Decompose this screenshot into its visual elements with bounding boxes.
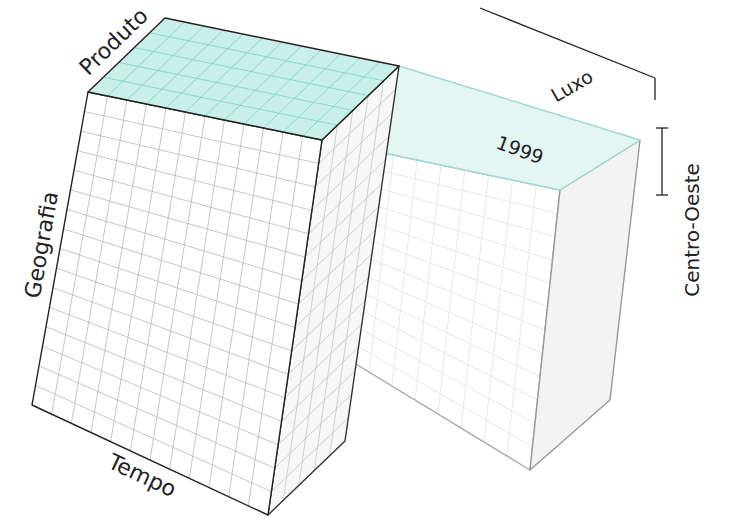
grid-line	[50, 307, 285, 398]
axis-label: Luxo	[547, 66, 596, 106]
bracket-line	[661, 128, 662, 195]
grid-line	[282, 347, 359, 421]
dimension-tick	[654, 78, 655, 100]
grid-line	[312, 136, 389, 210]
cube-front-face	[32, 92, 322, 515]
face-fill	[530, 140, 640, 470]
grid-line	[134, 48, 368, 96]
grid-line	[292, 277, 369, 351]
face-fill	[32, 92, 322, 515]
grid-line	[309, 160, 386, 234]
grid-line	[46, 327, 282, 422]
bracket-tick	[656, 194, 668, 195]
face-outline	[32, 92, 322, 515]
grid-line	[283, 58, 360, 132]
slice-side-face	[530, 140, 640, 470]
grid-line	[271, 418, 348, 492]
grid-line	[305, 183, 382, 257]
grid-line	[166, 34, 243, 108]
grid-line	[39, 366, 275, 468]
grid-line	[150, 33, 384, 81]
grid-line	[43, 346, 279, 444]
cube-faces	[32, 18, 640, 515]
bracket-tick	[656, 127, 668, 128]
grid-line	[67, 209, 302, 280]
grid-line	[147, 30, 224, 104]
grid-line	[275, 394, 352, 468]
grid-line	[244, 50, 321, 124]
grid-line	[71, 190, 306, 257]
grid-line	[303, 62, 380, 136]
grid-line	[57, 268, 292, 351]
axis-label: Centro-Oeste	[681, 163, 703, 297]
grid-line	[278, 371, 355, 445]
grid-line	[186, 38, 263, 112]
face-outline	[530, 140, 640, 470]
grid-line	[288, 300, 365, 374]
grid-line	[119, 62, 353, 110]
grid-line	[60, 249, 295, 328]
grid-line	[298, 230, 375, 304]
grid-line	[205, 42, 282, 116]
grid-line	[127, 26, 204, 100]
dimension-line	[480, 8, 655, 78]
grid-line	[53, 288, 288, 375]
grid-line	[225, 46, 302, 120]
grid-line	[103, 77, 337, 125]
grid-line	[295, 254, 372, 328]
grid-line	[81, 131, 315, 187]
grid-line	[285, 324, 362, 398]
grid-line	[264, 54, 341, 128]
grid-line	[64, 229, 299, 304]
grid-line	[302, 207, 379, 281]
